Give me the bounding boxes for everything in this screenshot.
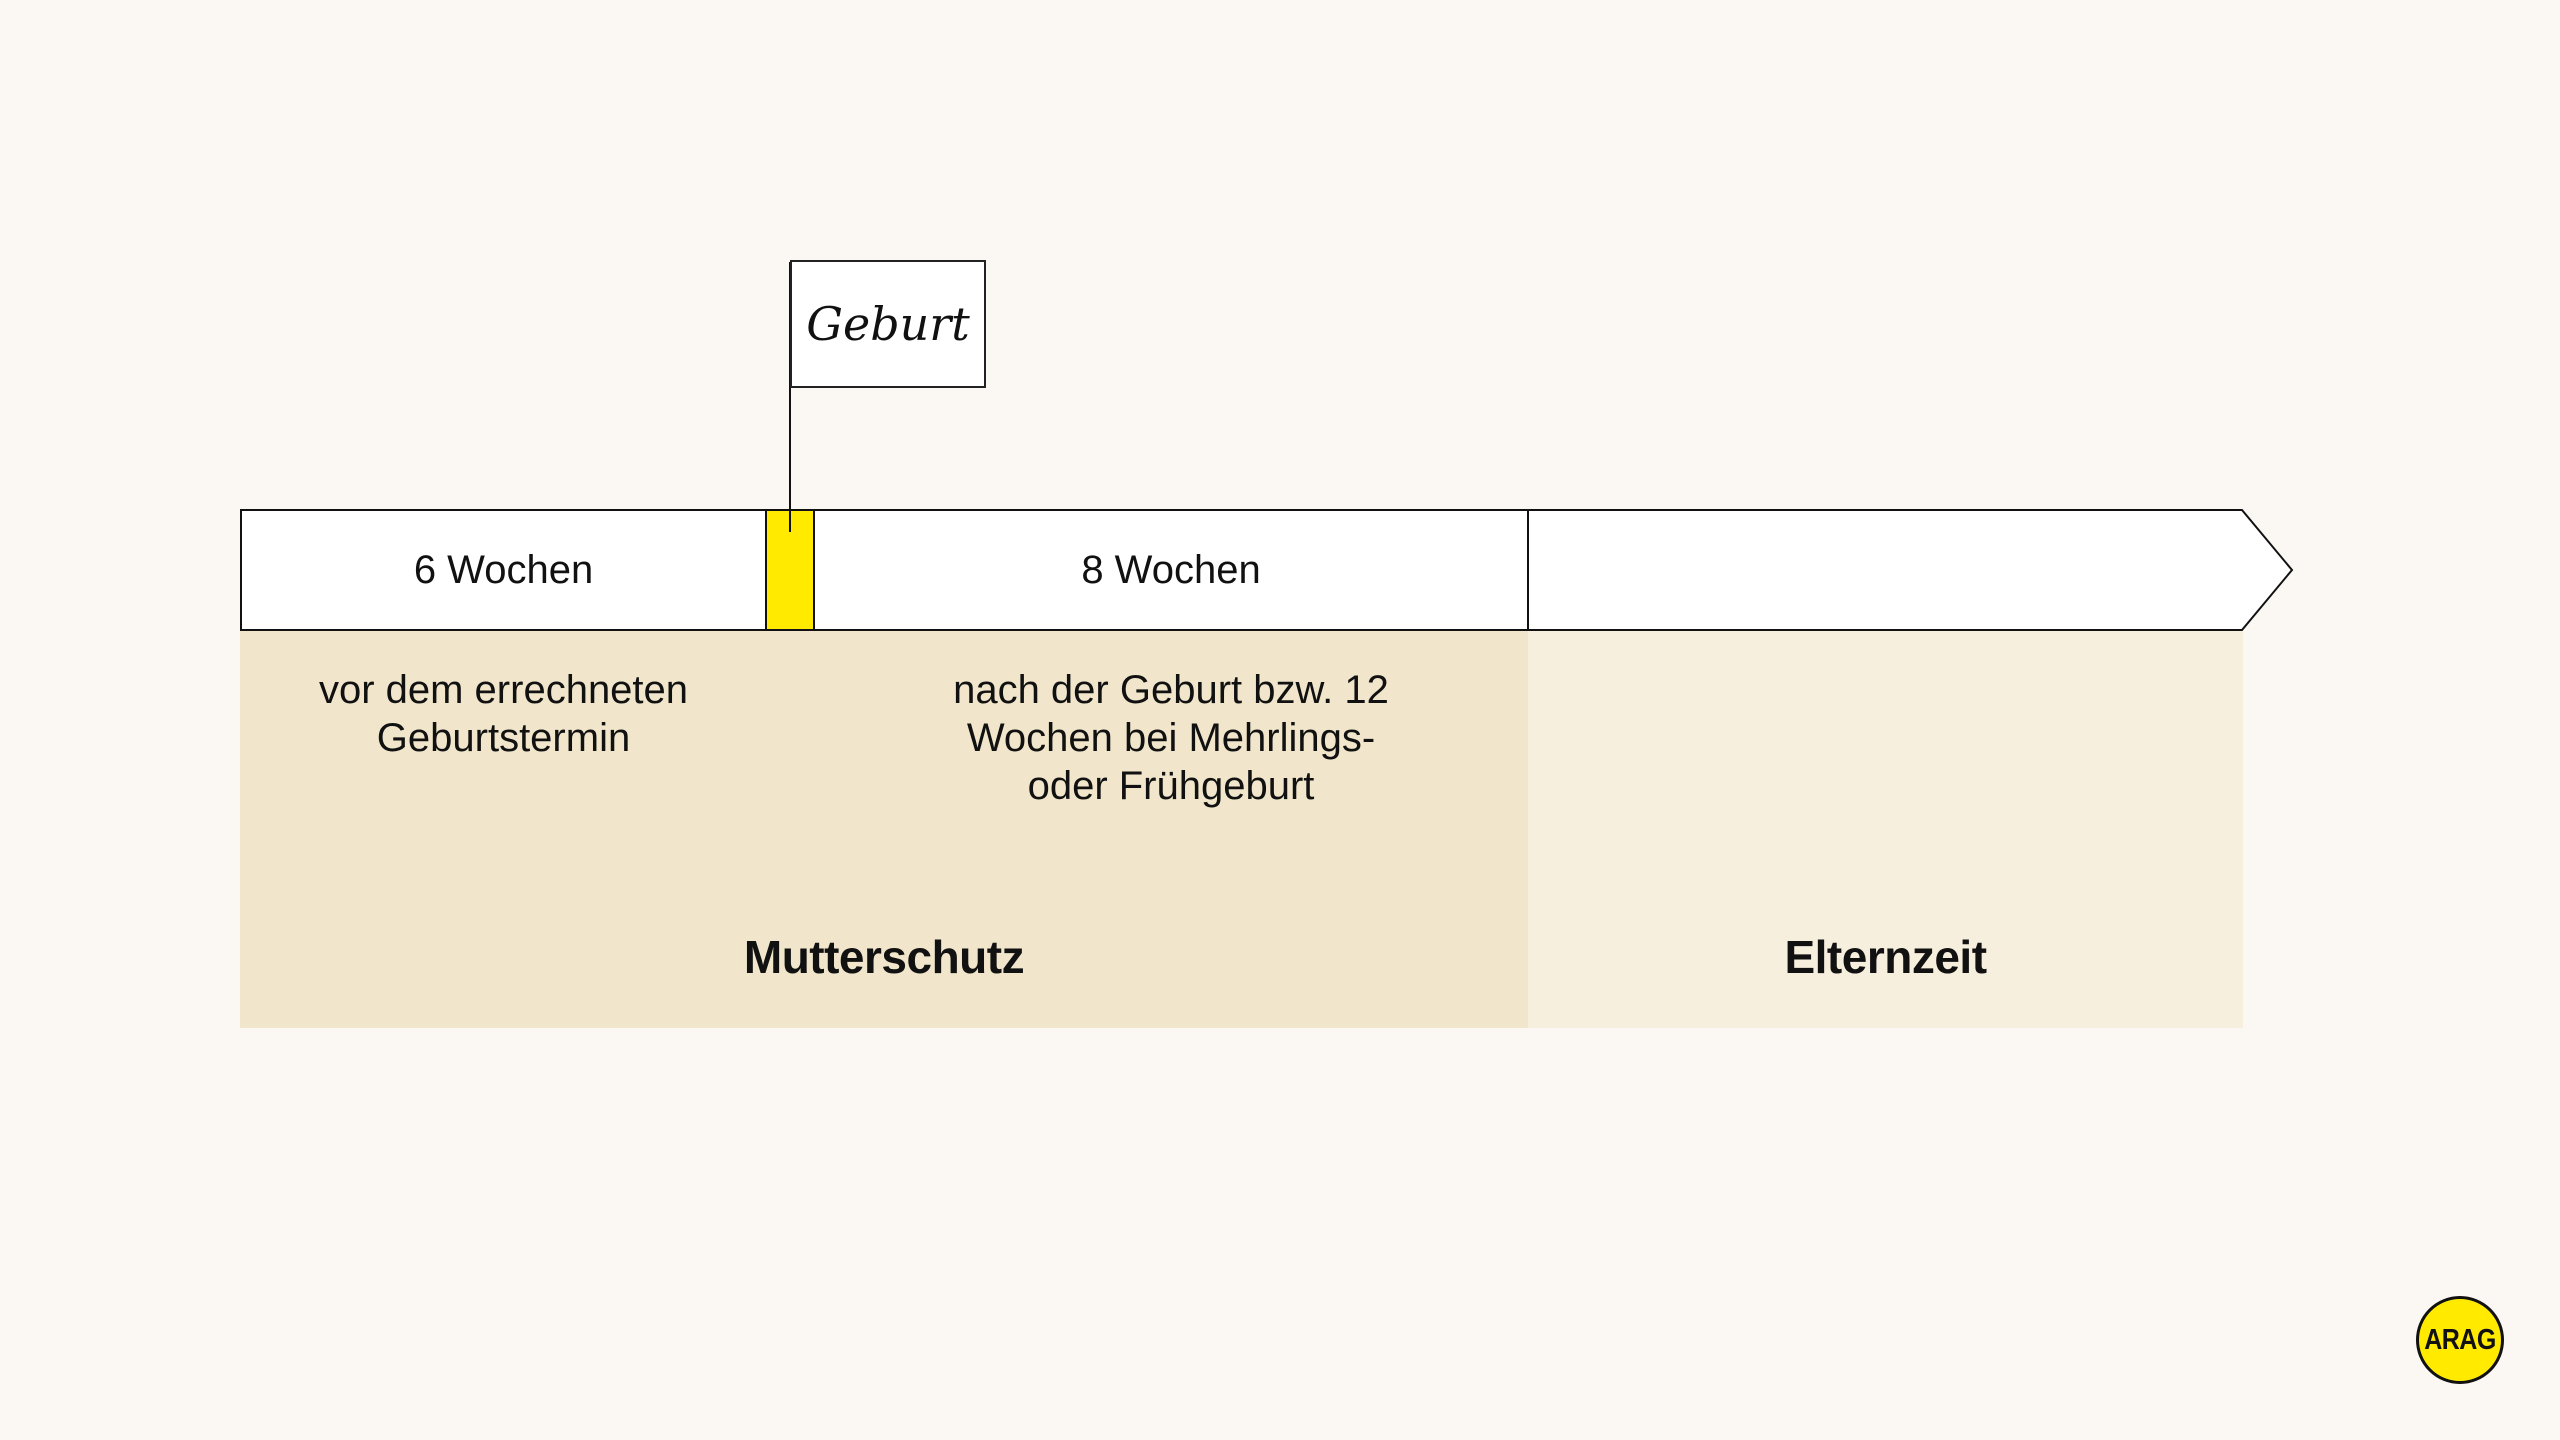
segment-after-birth — [813, 509, 1529, 631]
description-after-line: oder Frühgeburt — [1027, 764, 1315, 808]
section-title-elternzeit: Elternzeit — [1784, 931, 1987, 983]
flag-label: Geburt — [806, 297, 970, 351]
segment-before-birth — [240, 509, 767, 631]
description-after-line: Wochen bei Mehrlings- — [966, 716, 1376, 760]
birth-flag: Geburt — [790, 260, 986, 388]
elternzeit-panel — [1528, 630, 2243, 1028]
logo-text: ARAG — [2424, 1323, 2496, 1356]
description-after-line: nach der Geburt bzw. 12 — [953, 668, 1389, 712]
section-title-mutterschutz: Mutterschutz — [743, 931, 1025, 983]
segment-before-label: 6 Wochen — [413, 548, 594, 592]
description-before-line: vor dem errechneten — [318, 668, 689, 712]
description-after: nach der Geburt bzw. 12 Wochen bei Mehrl… — [814, 666, 1528, 810]
segment-after-label: 8 Wochen — [1081, 548, 1261, 592]
description-before-line: Geburtstermin — [376, 716, 631, 760]
segment-parental-leave-arrow — [1527, 509, 2294, 631]
arag-logo: ARAG — [2416, 1296, 2504, 1384]
description-before: vor dem errechneten Geburtstermin — [241, 666, 766, 762]
mutterschutz-panel — [240, 630, 1528, 1028]
